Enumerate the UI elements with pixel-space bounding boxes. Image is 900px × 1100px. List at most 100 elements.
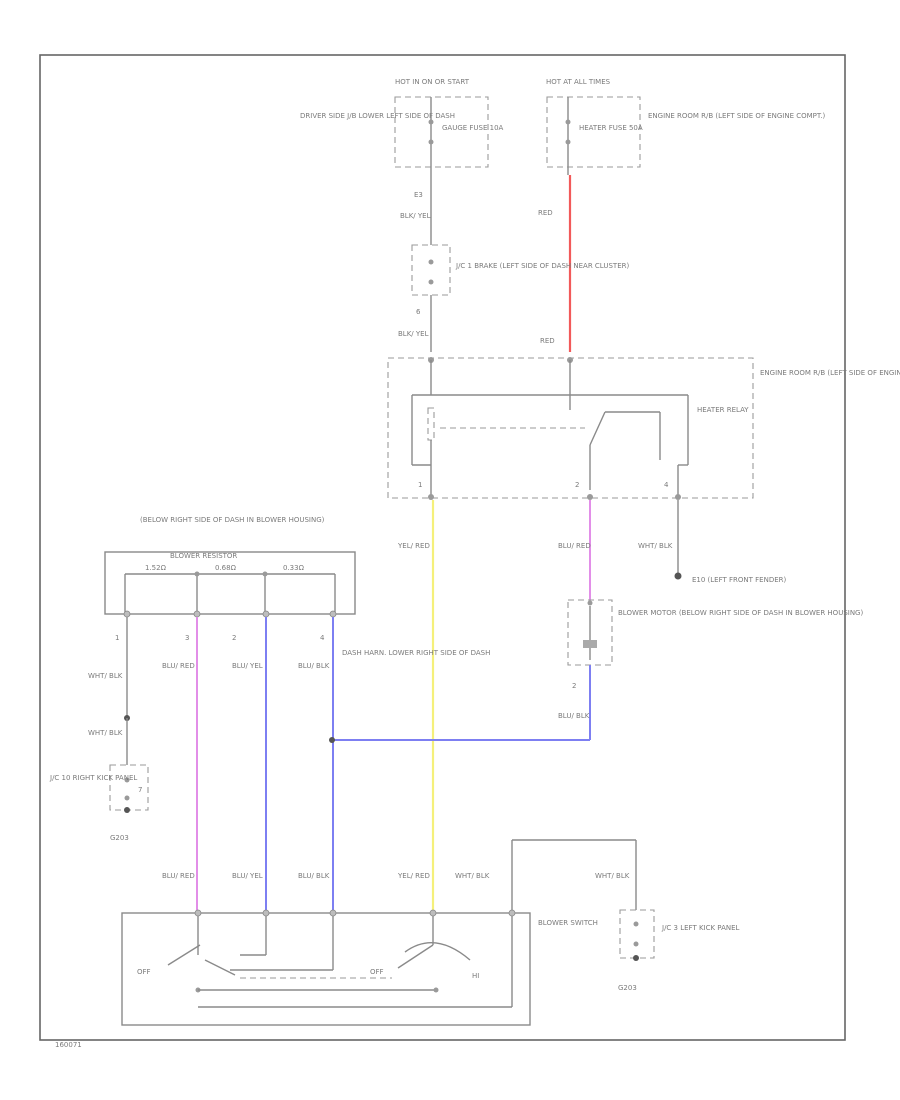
jc-terminal	[124, 795, 130, 801]
label-ground-e10: E10 (LEFT FRONT FENDER)	[692, 576, 787, 584]
switch-contact	[204, 959, 236, 976]
blower-switch-box	[121, 912, 531, 1026]
label-heater-relay: HEATER RELAY	[697, 406, 749, 414]
label-pin-2: 2	[575, 481, 579, 489]
relay-contact	[589, 411, 606, 446]
switch-terminal	[262, 909, 270, 917]
label-blower-switch: BLOWER SWITCH	[538, 919, 598, 927]
resistor-junction	[194, 571, 200, 577]
label-blu-red-3: BLU/ RED	[162, 872, 195, 880]
label-wht-blk-1: WHT/ BLK	[638, 542, 673, 550]
fuse-terminal	[428, 139, 434, 145]
label-wire-blk-yel-2: BLK/ YEL	[398, 330, 429, 338]
relay-coil	[427, 407, 435, 441]
fuse-terminal	[565, 119, 571, 125]
label-wire-e3: E3	[414, 191, 423, 199]
label-yel-red-1: YEL/ RED	[397, 542, 430, 550]
label-res-pin-4: 4	[320, 634, 325, 642]
jc-terminal	[633, 921, 639, 927]
blower-resistor-box	[104, 551, 356, 615]
label-blu-yel-2: BLU/ YEL	[232, 872, 263, 880]
resistor-terminal	[193, 610, 201, 618]
label-ground-g03: G203	[110, 834, 129, 842]
label-res-1: 1.52Ω	[145, 564, 167, 572]
label-wire-red-1: RED	[538, 209, 553, 217]
label-driver-side-jb: DRIVER SIDE J/B LOWER LEFT SIDE OF DASH	[300, 112, 455, 120]
label-hot-in-on: HOT IN ON OR START	[395, 78, 470, 86]
heater-fuse-box	[546, 96, 641, 168]
label-pin-1: 1	[418, 481, 422, 489]
label-resistor-location: (BELOW RIGHT SIDE OF DASH IN BLOWER HOUS…	[140, 516, 325, 524]
splice-dot	[329, 737, 335, 743]
motor-terminal	[587, 600, 593, 606]
label-wht-blk-5: WHT/ BLK	[595, 872, 630, 880]
jc-terminal	[633, 941, 639, 947]
switch-contact	[397, 944, 434, 969]
label-wht-blk-3: WHT/ BLK	[88, 729, 123, 737]
switch-terminal	[194, 909, 202, 917]
jc-terminal	[428, 259, 434, 265]
jc-terminal	[124, 777, 130, 783]
label-dash-harn: DASH HARN. LOWER RIGHT SIDE OF DASH	[342, 649, 490, 657]
label-blu-red-2: BLU/ RED	[162, 662, 195, 670]
relay-terminal	[428, 494, 434, 500]
relay-terminal	[675, 494, 681, 500]
diagram-frame	[39, 54, 846, 1041]
jc-left-kick-box	[619, 909, 655, 959]
resistor-junction	[262, 571, 268, 577]
label-yel-red-2: YEL/ RED	[397, 872, 430, 880]
label-blower-motor: BLOWER MOTOR (BELOW RIGHT SIDE OF DASH I…	[618, 609, 863, 617]
ground-e10-icon	[674, 572, 682, 580]
label-res-pin-2: 2	[232, 634, 236, 642]
switch-contact-point	[433, 987, 439, 993]
label-engine-room-rb-2: ENGINE ROOM R/B (LEFT SIDE OF ENGINE COM…	[760, 369, 900, 377]
label-hi: HI	[472, 972, 479, 980]
label-blu-blk-1: BLU/ BLK	[298, 662, 330, 670]
switch-arc	[404, 942, 471, 961]
label-blu-blk-2: BLU/ BLK	[558, 712, 590, 720]
label-gauge-fuse: GAUGE FUSE 10A	[442, 124, 504, 132]
label-motor-pin: 2	[572, 682, 576, 690]
label-jc-pin-7: 7	[138, 786, 142, 794]
label-wire-red-2: RED	[540, 337, 555, 345]
label-blu-yel-1: BLU/ YEL	[232, 662, 263, 670]
relay-terminal	[587, 494, 593, 500]
label-blu-red-1: BLU/ RED	[558, 542, 591, 550]
label-pin-4: 4	[664, 481, 669, 489]
label-res-pin-3: 3	[185, 634, 189, 642]
resistor-terminal	[329, 610, 337, 618]
jc-brake-box	[411, 244, 451, 296]
label-jc-left-kick: J/C 3 LEFT KICK PANEL	[661, 924, 740, 932]
label-jc-right-kick: J/C 10 RIGHT KICK PANEL	[49, 774, 137, 782]
label-hot-at-all-times: HOT AT ALL TIMES	[546, 78, 611, 86]
label-res-pin-1: 1	[115, 634, 119, 642]
resistor-terminal	[123, 610, 131, 618]
label-blower-resistor: BLOWER RESISTOR	[170, 552, 237, 560]
label-engine-room-rb: ENGINE ROOM R/B (LEFT SIDE OF ENGINE COM…	[648, 112, 826, 120]
label-res-3: 0.33Ω	[283, 564, 305, 572]
label-ground-g03b: G203	[618, 984, 637, 992]
switch-terminal	[429, 909, 437, 917]
switch-contact	[167, 944, 201, 966]
switch-terminal	[508, 909, 516, 917]
label-jc-brake: J/C 1 BRAKE (LEFT SIDE OF DASH NEAR CLUS…	[455, 262, 629, 270]
jc-terminal	[428, 279, 434, 285]
fuse-terminal	[565, 139, 571, 145]
ground-g203b-icon	[633, 955, 639, 961]
label-off-2: OFF	[370, 968, 384, 976]
figure-id: 160071	[55, 1041, 82, 1049]
label-blu-blk-3: BLU/ BLK	[298, 872, 330, 880]
label-wire-6: 6	[416, 308, 421, 316]
fuse-terminal	[428, 119, 434, 125]
label-heater-fuse: HEATER FUSE 50A	[579, 124, 643, 132]
label-off-1: OFF	[137, 968, 151, 976]
resistor-terminal	[262, 610, 270, 618]
motor-icon	[583, 640, 597, 648]
label-wht-blk-4: WHT/ BLK	[455, 872, 490, 880]
switch-terminal	[329, 909, 337, 917]
label-res-2: 0.68Ω	[215, 564, 237, 572]
ground-g203-icon	[124, 807, 130, 813]
label-wht-blk-2: WHT/ BLK	[88, 672, 123, 680]
label-wire-blk-yel-1: BLK/ YEL	[400, 212, 431, 220]
